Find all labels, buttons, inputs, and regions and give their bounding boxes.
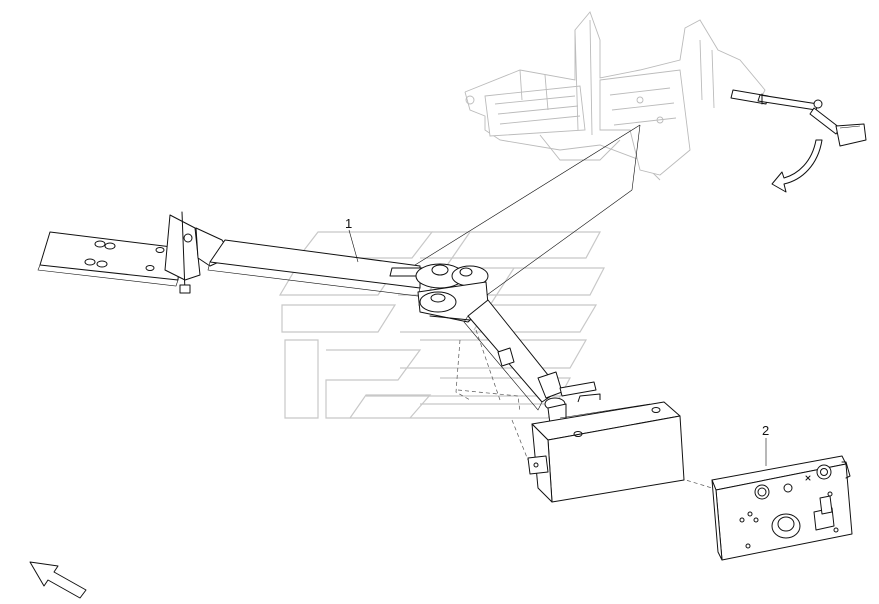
pivot-bracket	[164, 211, 233, 294]
joystick-panel	[711, 455, 853, 561]
middle-joint	[389, 263, 489, 323]
callout-label: 1	[345, 216, 352, 231]
callout-label: 2	[762, 423, 769, 438]
arm-segment-1	[207, 239, 421, 297]
swing-direction-arrow	[771, 139, 823, 193]
control-box	[527, 393, 685, 503]
machine-context-outline	[464, 11, 766, 181]
orientation-arrow	[29, 561, 87, 599]
arm-segment-2	[463, 299, 561, 411]
callout-1: 1	[345, 216, 359, 263]
mounting-plate	[37, 231, 181, 287]
callout-2: 2	[762, 423, 769, 466]
zoom-projection-lines	[414, 124, 641, 301]
mounted-arm-thumbnail	[730, 89, 867, 147]
